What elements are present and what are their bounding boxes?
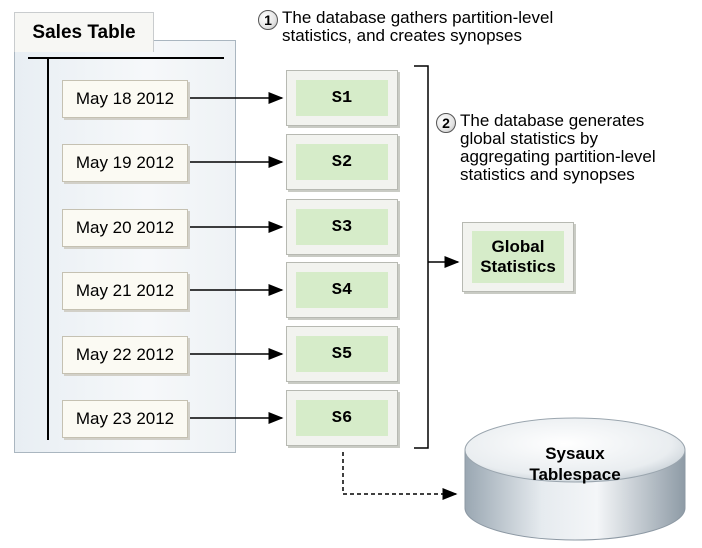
sysaux-tablespace-label: Sysaux Tablespace bbox=[480, 443, 670, 485]
dashed-arrow-sysaux bbox=[342, 452, 458, 500]
synopsis-s4: S4 bbox=[286, 262, 398, 318]
partition-may-22: May 22 2012 bbox=[62, 336, 188, 374]
step-2-line-2: global statistics by bbox=[460, 129, 598, 148]
synopsis-s5: S5 bbox=[286, 326, 398, 382]
synopsis-s1: S1 bbox=[286, 70, 398, 126]
partition-may-18: May 18 2012 bbox=[62, 80, 188, 118]
global-statistics-label: Global Statistics bbox=[472, 231, 564, 283]
global-statistics-box: Global Statistics bbox=[462, 222, 574, 292]
synopsis-label: S4 bbox=[296, 272, 388, 308]
partition-may-21: May 21 2012 bbox=[62, 272, 188, 310]
bracket bbox=[414, 65, 429, 449]
synopsis-label: S3 bbox=[296, 209, 388, 245]
step-2-line-4: statistics and synopses bbox=[460, 165, 635, 184]
step-1-note: The database gathers partition-level sta… bbox=[282, 9, 602, 45]
step-2-note: The database generates global statistics… bbox=[460, 112, 700, 184]
step-1-line-1: The database gathers partition-level bbox=[282, 8, 554, 27]
global-line-2: Statistics bbox=[480, 257, 556, 276]
global-line-1: Global bbox=[491, 237, 545, 256]
sysaux-cylinder bbox=[464, 417, 686, 541]
synopsis-label: S6 bbox=[296, 400, 388, 436]
synopsis-label: S5 bbox=[296, 336, 388, 372]
step-1-badge: 1 bbox=[258, 10, 278, 30]
step-2-badge: 2 bbox=[436, 113, 456, 133]
synopsis-label: S2 bbox=[296, 144, 388, 180]
step-1-line-2: statistics, and creates synopses bbox=[282, 26, 523, 45]
partition-may-23: May 23 2012 bbox=[62, 400, 188, 438]
synopsis-s3: S3 bbox=[286, 199, 398, 255]
synopsis-s6: S6 bbox=[286, 390, 398, 446]
sysaux-line-1: Sysaux bbox=[545, 444, 605, 463]
sysaux-line-2: Tablespace bbox=[529, 465, 621, 484]
partition-may-20: May 20 2012 bbox=[62, 209, 188, 247]
partition-may-19: May 19 2012 bbox=[62, 144, 188, 182]
synopsis-label: S1 bbox=[296, 80, 388, 116]
step-2-line-3: aggregating partition-level bbox=[460, 147, 656, 166]
sales-table-title: Sales Table bbox=[14, 12, 154, 52]
synopsis-s2: S2 bbox=[286, 134, 398, 190]
step-2-line-1: The database generates bbox=[460, 111, 645, 130]
